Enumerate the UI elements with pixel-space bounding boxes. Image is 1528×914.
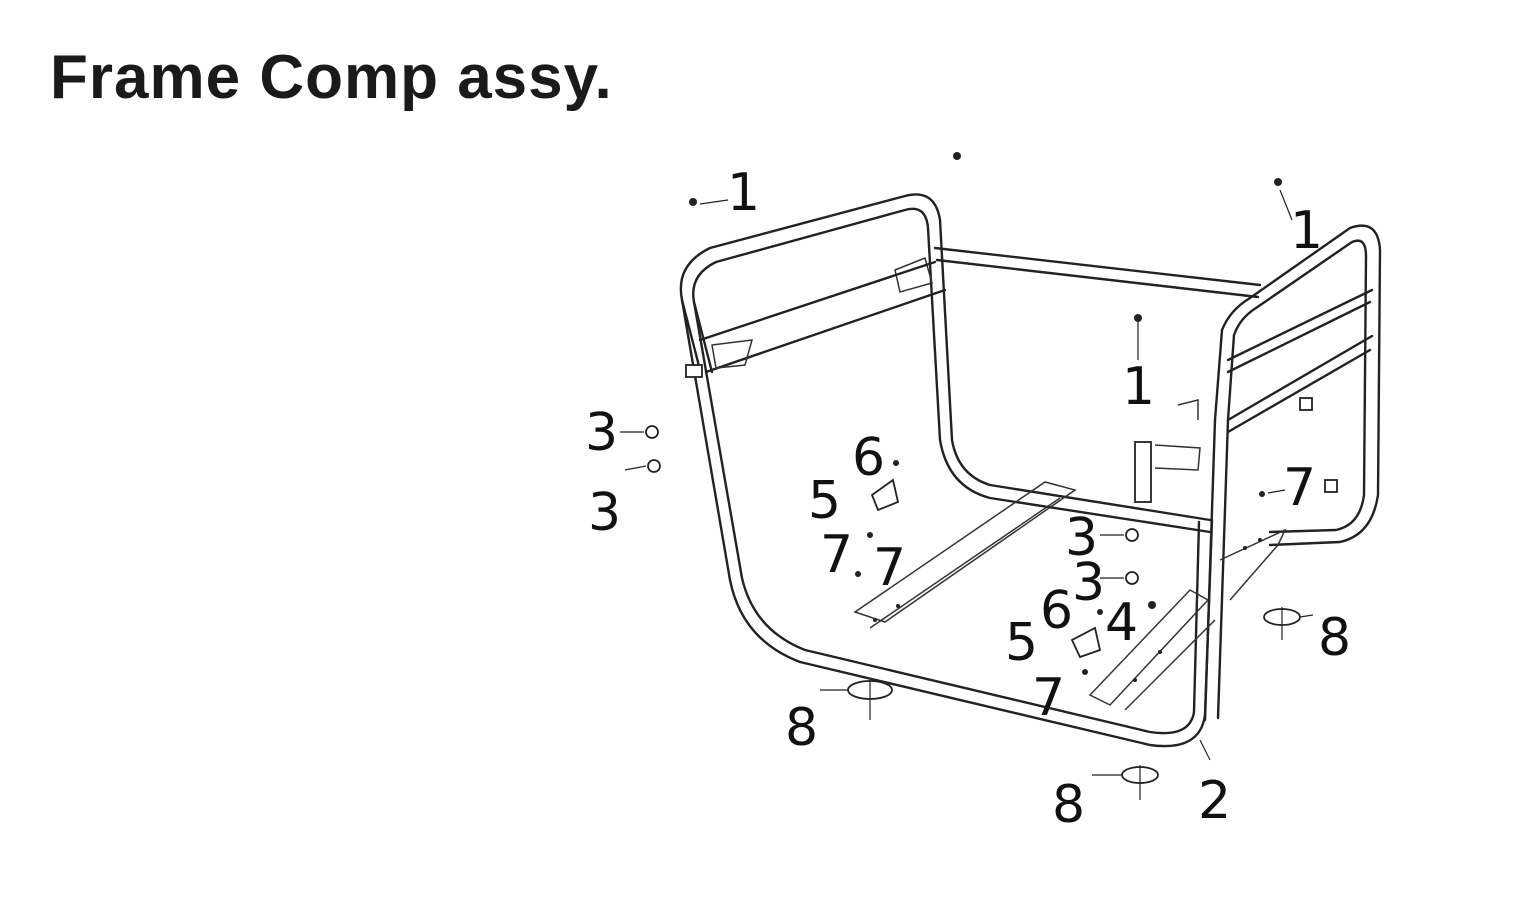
callout-3: 3 <box>1072 553 1105 613</box>
callout-7: 7 <box>873 538 906 598</box>
page-title: Frame Comp assy. <box>50 43 613 112</box>
callout-6: 6 <box>852 428 885 488</box>
callout-5: 5 <box>808 471 841 531</box>
callout-8: 8 <box>785 698 818 758</box>
callout-5: 5 <box>1005 613 1038 673</box>
callout-6: 6 <box>1040 581 1073 641</box>
callout-8: 8 <box>1052 775 1085 835</box>
left-frame-tube <box>679 193 1214 748</box>
callout-7: 7 <box>1283 458 1316 518</box>
callout-7: 7 <box>1032 668 1065 728</box>
leader-lines <box>620 189 1314 776</box>
bolt-parts <box>689 152 1282 360</box>
callout-3: 3 <box>1065 508 1098 568</box>
bracket-parts <box>870 478 1102 659</box>
callout-4: 4 <box>1105 593 1138 653</box>
callout-2: 2 <box>1198 771 1231 831</box>
back-top-rail <box>894 246 1262 299</box>
callout-labels: 1 1 1 3 3 6 5 7 7 7 3 3 6 4 5 7 8 8 8 2 <box>585 163 1351 835</box>
mounting-rails <box>853 481 1287 711</box>
front-cross-bar <box>685 260 947 378</box>
callout-7: 7 <box>820 525 853 585</box>
nut-parts <box>645 425 1265 675</box>
callout-8: 8 <box>1318 608 1351 668</box>
callout-3: 3 <box>588 483 621 543</box>
right-frame-tube <box>1203 224 1382 722</box>
vertical-post <box>1134 399 1201 503</box>
callout-1: 1 <box>1290 201 1323 261</box>
callout-1: 1 <box>1122 357 1155 417</box>
callout-3: 3 <box>585 403 618 463</box>
rubber-foot-parts <box>847 607 1301 800</box>
callout-1: 1 <box>727 163 760 223</box>
